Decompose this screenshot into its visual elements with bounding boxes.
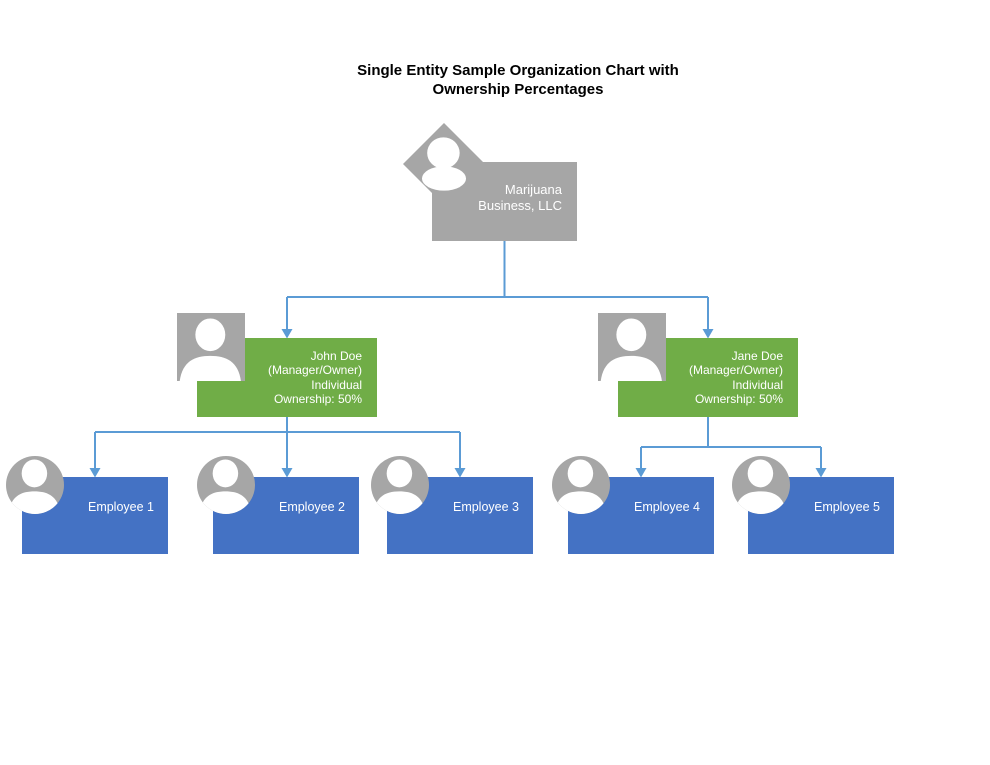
person-silhouette-icon <box>373 459 426 514</box>
person-silhouette-icon <box>734 459 787 514</box>
employee-label: Employee 1 <box>87 500 154 514</box>
node-employee-1: Employee 1 <box>22 477 168 554</box>
manager-ownership-line1: Individual <box>311 377 362 392</box>
employee-photo-placeholder <box>371 456 429 514</box>
employee-label: Employee 3 <box>452 500 519 514</box>
arrowhead-icon <box>281 468 293 478</box>
manager-ownership-line2: Ownership: 50% <box>273 392 362 406</box>
employee-photo-placeholder <box>6 456 64 514</box>
arrowhead-icon <box>635 468 647 478</box>
person-silhouette-icon <box>421 137 467 191</box>
manager-photo-placeholder <box>177 313 245 381</box>
employee-photo-placeholder <box>732 456 790 514</box>
employee-label: Employee 2 <box>278 500 345 514</box>
person-silhouette-icon <box>554 459 607 514</box>
person-silhouette-icon <box>199 459 252 514</box>
arrowhead-icon <box>89 468 101 478</box>
arrowhead-icon <box>454 468 466 478</box>
manager-ownership-line1: Individual <box>732 377 783 392</box>
arrowhead-icon <box>815 468 827 478</box>
company-label: Marijuana Business, LLC <box>478 182 562 213</box>
connector-company-to-managers <box>286 241 709 330</box>
person-silhouette-icon <box>600 318 662 381</box>
person-silhouette-icon <box>179 318 241 381</box>
manager-ownership-line2: Ownership: 50% <box>694 392 783 406</box>
employee-label: Employee 5 <box>813 500 880 514</box>
employee-photo-placeholder <box>197 456 255 514</box>
company-photo-placeholder <box>402 122 486 206</box>
manager-role: (Manager/Owner) <box>688 363 783 377</box>
employee-photo-placeholder <box>552 456 610 514</box>
manager-photo-placeholder <box>598 313 666 381</box>
employee-label: Employee 4 <box>633 500 700 514</box>
arrowhead-icon <box>702 329 714 339</box>
connector-jane-to-employees <box>640 417 822 469</box>
manager-name: John Doe <box>310 348 362 363</box>
connector-john-to-employees <box>94 417 461 469</box>
manager-role: (Manager/Owner) <box>267 363 362 377</box>
arrowhead-icon <box>281 329 293 339</box>
person-silhouette-icon <box>8 459 61 514</box>
chart-title: Single Entity Sample Organization Chart … <box>357 62 679 98</box>
manager-name: Jane Doe <box>731 348 783 363</box>
